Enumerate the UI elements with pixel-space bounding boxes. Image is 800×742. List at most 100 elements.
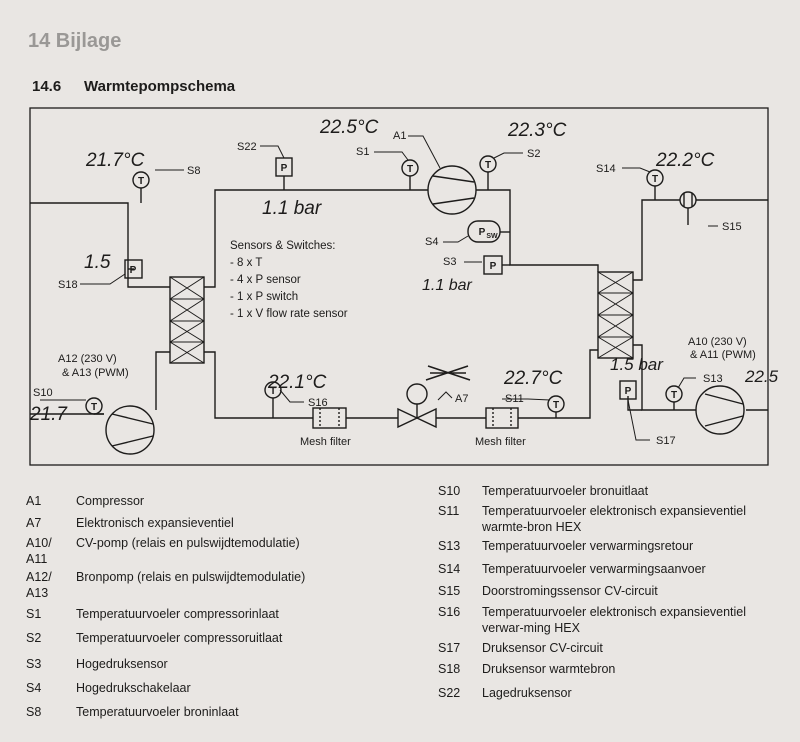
legend-desc: Lagedruksensor <box>482 686 572 700</box>
legend-code: S10 <box>438 484 461 498</box>
hand-s8-temp: 21.7°C <box>85 150 145 171</box>
label-s10: S10 <box>33 387 53 399</box>
legend-desc: CV-pomp (relais en pulswijdtemodulatie) <box>76 536 300 550</box>
label-a10-line2: & A11 (PWM) <box>690 349 756 361</box>
legend-code: S17 <box>438 641 461 655</box>
temp-sensor-s10-symbol <box>85 397 103 415</box>
legend-row: A7 Elektronisch expansieventiel <box>26 516 234 532</box>
temp-sensor-s14-symbol <box>646 169 664 187</box>
s16-t-glyph: T <box>270 386 276 397</box>
legend-code: S16 <box>438 605 461 619</box>
legend-code: S2 <box>26 631 42 645</box>
legend-desc: Temperatuurvoeler verwarmingsaanvoer <box>482 562 706 576</box>
section-title-text: Warmtepompschema <box>84 78 236 95</box>
hand-s18-pressure: 1.5 <box>84 252 111 273</box>
label-s17: S17 <box>656 435 676 447</box>
legend-desc: Bronpomp (relais en pulswijdtemodulatie) <box>76 570 306 584</box>
legend-code: S11 <box>438 504 460 518</box>
pressure-sensor-s18-symbol <box>124 259 143 279</box>
temp-sensor-s13-symbol <box>665 385 683 403</box>
legend-row: S10 Temperatuurvoeler bronuitlaat <box>438 484 648 500</box>
label-s8: S8 <box>187 165 200 177</box>
mesh-filter-right-symbol <box>485 407 519 429</box>
legend-desc: Temperatuurvoeler broninlaat <box>76 705 239 719</box>
s11-t-glyph: T <box>553 400 559 411</box>
label-a12-line1: A12 (230 V) <box>58 353 117 365</box>
legend-desc: Temperatuurvoeler verwarmingsretour <box>482 539 694 553</box>
chapter-title: 14 Bijlage <box>28 30 122 52</box>
label-s3: S3 <box>443 256 456 268</box>
temp-sensor-s16-symbol <box>264 381 282 399</box>
hand-s22-pressure: 1.1 bar <box>262 198 322 219</box>
label-mesh-filter-left: Mesh filter <box>300 436 351 448</box>
sensors-item-2: - 4 x P sensor <box>230 274 301 286</box>
legend-code: A7 <box>26 516 42 530</box>
label-s13: S13 <box>703 373 723 385</box>
expansion-valve-symbol <box>397 407 437 429</box>
legend-desc: Druksensor CV-circuit <box>482 641 603 655</box>
legend-desc: Doorstromingssensor CV-circuit <box>482 584 658 598</box>
temp-sensor-s11-symbol <box>547 395 565 413</box>
mesh-filter-left-symbol <box>312 407 347 429</box>
sensors-item-4: - 1 x V flow rate sensor <box>230 308 348 320</box>
label-s16: S16 <box>308 397 328 409</box>
s3-p-glyph: P <box>490 261 497 272</box>
label-s22: S22 <box>237 141 257 153</box>
legend-code: S8 <box>26 705 42 719</box>
legend-desc: Temperatuurvoeler elektronisch expansiev… <box>482 504 747 534</box>
legend-code: S13 <box>438 539 461 553</box>
hand-s13-temp: 22.5 <box>744 367 779 386</box>
label-s14: S14 <box>596 163 616 175</box>
hand-s2-temp: 22.3°C <box>507 120 567 141</box>
pressure-sensor-s17-symbol <box>619 380 637 400</box>
legend-row: S3 Hogedruksensor <box>26 657 168 673</box>
s8-t-glyph: T <box>138 176 144 187</box>
hand-s3-pressure: 1.1 bar <box>422 277 472 294</box>
sensors-item-1: - 8 x T <box>230 257 262 269</box>
legend-row: S11 Temperatuurvoeler elektronisch expans… <box>438 504 772 535</box>
s1-t-glyph: T <box>407 164 413 175</box>
hand-s17-pressure: 1.5 bar <box>610 355 664 374</box>
s10-t-glyph: T <box>91 402 97 413</box>
source-heat-exchanger <box>169 276 205 364</box>
sensors-switches-box: Sensors & Switches: - 8 x T - 4 x P sens… <box>230 240 348 320</box>
legend-desc: Temperatuurvoeler compressoruitlaat <box>76 631 283 645</box>
label-a12-line2: & A13 (PWM) <box>62 367 129 379</box>
s13-t-glyph: T <box>671 390 677 401</box>
legend-desc: Temperatuurvoeler elektronisch expansiev… <box>482 605 747 635</box>
legend-row: S17 Druksensor CV-circuit <box>438 641 603 657</box>
legend-row: S22 Lagedruksensor <box>438 686 572 702</box>
crossed-out-scribble <box>425 365 471 381</box>
temp-sensor-s1-symbol <box>401 159 419 177</box>
legend-desc: Compressor <box>76 494 145 508</box>
label-a1: A1 <box>393 130 406 142</box>
legend-code: S3 <box>26 657 42 671</box>
legend-desc: Hogedrukschakelaar <box>76 681 191 695</box>
s18-p-glyph: P <box>130 265 137 276</box>
legend-desc: Hogedruksensor <box>76 657 168 671</box>
sensors-item-3: - 1 x P switch <box>230 291 298 303</box>
s22-p-glyph: P <box>281 163 288 174</box>
label-a10-line1: A10 (230 V) <box>688 336 747 348</box>
pressure-switch-s4-symbol <box>467 220 501 243</box>
compressor-symbol <box>427 165 477 215</box>
hand-s16-temp: 22.1°C <box>267 372 327 393</box>
label-s2: S2 <box>527 148 540 160</box>
legend-desc: Temperatuurvoeler bronuitlaat <box>482 484 649 498</box>
legend-row: S16 Temperatuurvoeler elektronisch expans… <box>438 605 772 636</box>
diagram-frame <box>29 107 769 466</box>
label-s1: S1 <box>356 146 369 158</box>
legend-code: S22 <box>438 686 461 700</box>
heat-pump-diagram: T T T T T T T T P P P P P SW S22 S1 A1 S… <box>29 107 779 466</box>
legend-desc: Elektronisch expansieventiel <box>76 516 234 530</box>
hand-s11-temp: 22.7°C <box>503 368 563 389</box>
legend-desc: Druksensor warmtebron <box>482 662 616 676</box>
legend-row: S8 Temperatuurvoeler broninlaat <box>26 705 239 721</box>
